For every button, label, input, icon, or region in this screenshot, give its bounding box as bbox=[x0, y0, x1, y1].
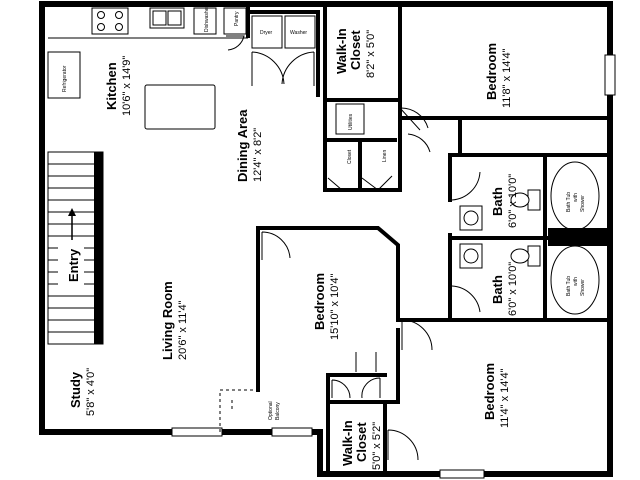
stove bbox=[91, 7, 129, 35]
svg-text:8'2" x 5'0": 8'2" x 5'0" bbox=[365, 30, 377, 78]
svg-text:6'0" x 10'0": 6'0" x 10'0" bbox=[507, 262, 519, 316]
linen-label: Linen bbox=[382, 150, 388, 162]
toilet-1 bbox=[510, 189, 541, 211]
tub-label-2b: with bbox=[573, 277, 579, 286]
stair-treads bbox=[48, 163, 103, 333]
bath-1-label: Bath 6'0" x 10'0" bbox=[490, 174, 519, 228]
svg-text:Bedroom: Bedroom bbox=[312, 273, 327, 330]
sink-2 bbox=[459, 243, 483, 269]
utilities-label: Utilities bbox=[348, 113, 354, 130]
interior-walls bbox=[246, 2, 612, 476]
windows bbox=[171, 54, 616, 479]
svg-text:Dining Area: Dining Area bbox=[235, 109, 250, 182]
room-labels: Kitchen 10'6" x 14'9" Dining Area 12'4" … bbox=[68, 28, 519, 470]
balcony-label-1: Optional bbox=[268, 401, 274, 420]
svg-text:11'4" x 14'4": 11'4" x 14'4" bbox=[499, 368, 511, 428]
tub-label-1b: with bbox=[573, 193, 579, 202]
toilet-2 bbox=[510, 245, 541, 267]
washer bbox=[284, 15, 316, 49]
bedroom-mid-label: Bedroom 15'10" x 10'4" bbox=[312, 273, 341, 340]
dining-label: Dining Area 12'4" x 8'2" bbox=[235, 109, 264, 182]
bedroom-ne-label: Bedroom 11'8" x 14'4" bbox=[484, 43, 513, 108]
optional-balcony: Optional Balcony bbox=[219, 389, 281, 432]
bedroom-se-label: Bedroom 11'4" x 14'4" bbox=[482, 363, 511, 428]
kitchen-island bbox=[144, 84, 216, 130]
refrigerator-label: Refrigerator bbox=[62, 65, 68, 92]
bath-fixtures: Bath Tub with Shower Bath Tub with Showe… bbox=[451, 161, 610, 315]
study-label: Study 5'8" x 4'0" bbox=[68, 368, 97, 416]
kitchen-label: Kitchen 10'6" x 14'9" bbox=[104, 56, 133, 116]
balcony-label-2: Balcony bbox=[275, 402, 281, 420]
dryer-label: Dryer bbox=[260, 30, 273, 36]
washer-label: Washer bbox=[290, 30, 307, 36]
svg-text:Study: Study bbox=[68, 371, 83, 408]
svg-text:Bath: Bath bbox=[490, 275, 505, 304]
svg-text:Closet: Closet bbox=[354, 422, 369, 462]
tub-label-2a: Bath Tub bbox=[566, 276, 572, 296]
laundry: Dryer Washer bbox=[251, 15, 316, 86]
svg-text:12'4" x 8'2": 12'4" x 8'2" bbox=[252, 128, 264, 182]
tub-label-1c: Shower bbox=[580, 195, 586, 212]
pantry-label: Pantry bbox=[234, 11, 240, 26]
exterior-walls bbox=[39, 1, 613, 477]
svg-text:10'6" x 14'9": 10'6" x 14'9" bbox=[121, 56, 133, 116]
dishwasher bbox=[193, 7, 217, 35]
utilities-unit bbox=[335, 103, 365, 135]
doors bbox=[261, 231, 433, 461]
svg-text:20'6" x 11'4": 20'6" x 11'4" bbox=[177, 300, 189, 360]
pantry bbox=[223, 7, 247, 35]
staircase: Entry bbox=[47, 151, 104, 345]
svg-text:Bedroom: Bedroom bbox=[484, 43, 499, 100]
svg-text:Bedroom: Bedroom bbox=[482, 363, 497, 420]
closet-label-1: Closet bbox=[347, 149, 353, 164]
dryer bbox=[251, 15, 283, 49]
svg-text:5'8" x 4'0": 5'8" x 4'0" bbox=[85, 368, 97, 416]
entry-arrow-icon bbox=[68, 208, 76, 240]
bath-2-label: Bath 6'0" x 10'0" bbox=[490, 262, 519, 316]
svg-text:11'8" x 14'4": 11'8" x 14'4" bbox=[501, 48, 513, 108]
svg-text:15'10" x 10'4": 15'10" x 10'4" bbox=[329, 273, 341, 340]
svg-text:Living Room: Living Room bbox=[160, 281, 175, 360]
walkin-closet-bottom-label: Walk-In Closet 5'0" x 5'2" bbox=[340, 420, 383, 470]
sink-1 bbox=[459, 205, 483, 231]
refrigerator bbox=[47, 51, 81, 99]
svg-text:Closet: Closet bbox=[348, 30, 363, 70]
living-room-label: Living Room 20'6" x 11'4" bbox=[160, 281, 189, 360]
walkin-closet-top-label: Walk-In Closet 8'2" x 5'0" bbox=[334, 28, 377, 78]
svg-text:Kitchen: Kitchen bbox=[104, 62, 119, 110]
svg-text:Walk-In: Walk-In bbox=[340, 420, 355, 466]
svg-text:6'0" x 10'0": 6'0" x 10'0" bbox=[507, 174, 519, 228]
utility-closets: Utilities Closet Linen bbox=[327, 103, 431, 191]
svg-text:Walk-In: Walk-In bbox=[334, 28, 349, 74]
tub-label-1a: Bath Tub bbox=[566, 192, 572, 212]
entry-label: Entry bbox=[66, 248, 81, 282]
tub-label-2c: Shower bbox=[580, 279, 586, 296]
svg-text:Bath: Bath bbox=[490, 187, 505, 216]
dishwasher-label: Dishwasher bbox=[204, 6, 210, 32]
kitchen-fixtures: Refrigerator Dishwasher Pantry bbox=[47, 6, 248, 130]
sink bbox=[149, 7, 185, 29]
svg-text:5'0" x 5'2": 5'0" x 5'2" bbox=[371, 422, 383, 470]
